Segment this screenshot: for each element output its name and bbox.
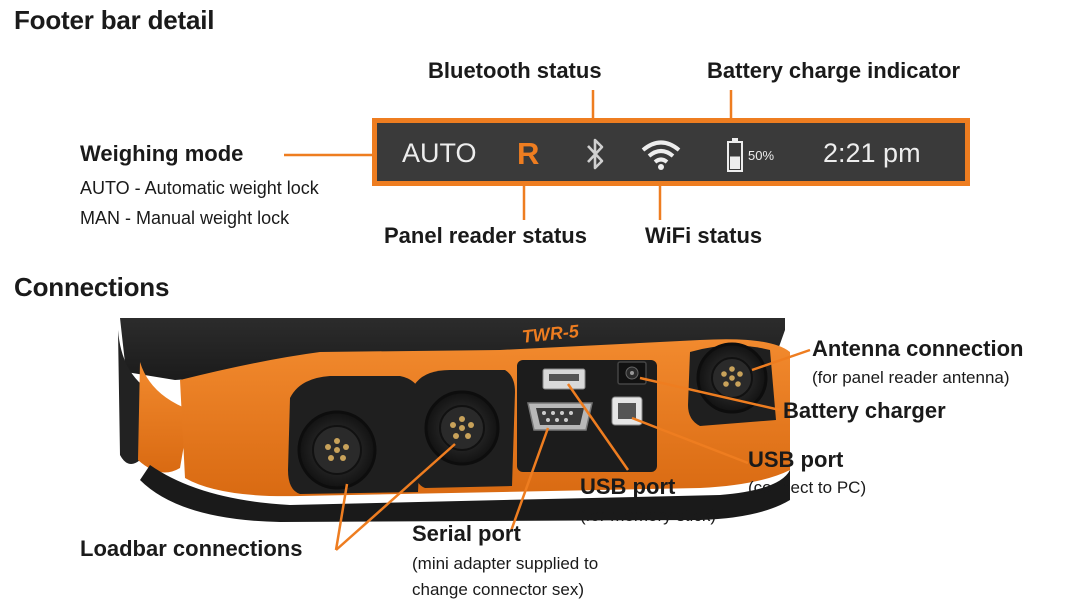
battery-fill — [730, 156, 740, 169]
battery-charger-jack — [617, 361, 647, 385]
serial-port-label: Serial port — [412, 521, 521, 546]
antenna-connection-label: Antenna connection — [812, 336, 1024, 361]
usb-pc-label: USB port — [748, 447, 844, 472]
footer-section-title: Footer bar detail — [14, 5, 215, 35]
battery-charger-label: Battery charger — [783, 398, 946, 423]
serial-port-note-1: (mini adapter supplied to — [412, 554, 599, 573]
antenna-connector — [696, 342, 768, 414]
serial-port-note-2: change connector sex) — [412, 580, 584, 599]
wifi-icon — [641, 139, 681, 171]
battery-percent: 50% — [748, 148, 775, 163]
usb-a-port — [542, 368, 586, 390]
weighing-mode-man-desc: MAN - Manual weight lock — [80, 208, 290, 228]
loadbar-connector-1 — [297, 410, 377, 490]
clock-time: 2:21 pm — [823, 138, 921, 168]
battery-icon — [726, 137, 744, 173]
weighing-mode-auto-desc: AUTO - Automatic weight lock — [80, 178, 319, 198]
usb-pc-note: (connect to PC) — [748, 478, 867, 497]
wifi-status-label: WiFi status — [645, 223, 763, 248]
panel-reader-status-label: Panel reader status — [384, 223, 587, 248]
device-left-side — [118, 330, 160, 464]
loadbar-connector-2 — [424, 390, 500, 466]
weighing-mode-value: AUTO — [402, 138, 477, 168]
connections-section-title: Connections — [14, 272, 170, 302]
footer-bar: AUTO R 50% 2:21 pm — [372, 118, 970, 186]
bluetooth-icon — [585, 137, 607, 173]
antenna-connection-note: (for panel reader antenna) — [812, 368, 1010, 387]
device-left-orange-band — [138, 362, 190, 473]
weighing-mode-label: Weighing mode — [80, 141, 244, 166]
loadbar-connections-label: Loadbar connections — [80, 536, 303, 561]
serial-port — [527, 402, 593, 431]
device-base — [140, 465, 790, 522]
battery-indicator-label: Battery charge indicator — [707, 58, 961, 83]
bluetooth-status-label: Bluetooth status — [428, 58, 602, 83]
usb-memory-label: USB port — [580, 474, 676, 499]
panel-reader-icon: R — [517, 136, 540, 171]
usb-memory-note: (for memory stick) — [580, 506, 716, 525]
connection-callout-lines — [334, 348, 811, 551]
